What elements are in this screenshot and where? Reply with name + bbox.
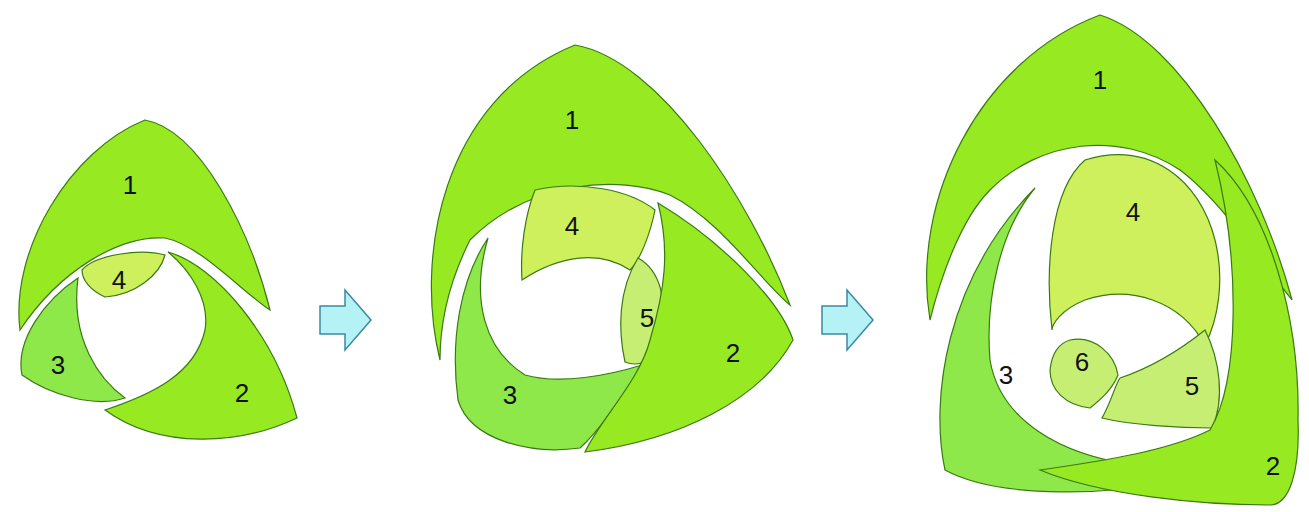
petal-shape: 2 (1040, 158, 1300, 504)
petal-outline (1040, 158, 1300, 504)
petal-outline (104, 250, 299, 450)
petal-outline (932, 186, 1178, 494)
petal-shape: 5 (1102, 330, 1224, 430)
petal-number: 5 (640, 305, 654, 331)
stage-arrow (320, 290, 371, 350)
petal-shape: 2 (584, 202, 794, 454)
petal-path (1050, 339, 1118, 408)
petal-path (82, 252, 165, 297)
petal-number: 3 (503, 382, 517, 408)
petal-number: 2 (1266, 453, 1280, 479)
petal-shape: 4 (80, 248, 168, 298)
petal-shape: 2 (104, 250, 299, 450)
petal-shape: 3 (18, 276, 126, 410)
petal-path (1040, 160, 1298, 505)
petal-number: 2 (726, 340, 740, 366)
petal-outline (1048, 148, 1220, 346)
petal-path (105, 252, 297, 439)
petal-outline (584, 202, 794, 454)
petal-number: 3 (51, 352, 65, 378)
petal-path (585, 203, 793, 452)
petal-number: 2 (235, 380, 249, 406)
petal-number: 1 (565, 107, 579, 133)
petal-number: 4 (1126, 199, 1140, 225)
petal-number: 6 (1075, 349, 1089, 375)
petal-outline (1102, 330, 1224, 430)
petal-path (1049, 155, 1219, 345)
petal-number: 3 (999, 362, 1013, 388)
petal-number: 1 (1093, 67, 1107, 93)
petal-number: 4 (112, 267, 126, 293)
petal-shape: 3 (932, 186, 1178, 494)
petal-number: 5 (1185, 373, 1199, 399)
petal-path (1102, 330, 1219, 428)
petal-shape: 4 (1048, 148, 1220, 346)
petal-shape: 6 (1050, 338, 1118, 408)
petal-path (940, 188, 1176, 492)
petal-outline (18, 276, 126, 410)
petal-number: 4 (565, 213, 579, 239)
stage-arrow (822, 290, 873, 350)
petal-path (21, 278, 125, 401)
petal-number: 1 (123, 172, 137, 198)
